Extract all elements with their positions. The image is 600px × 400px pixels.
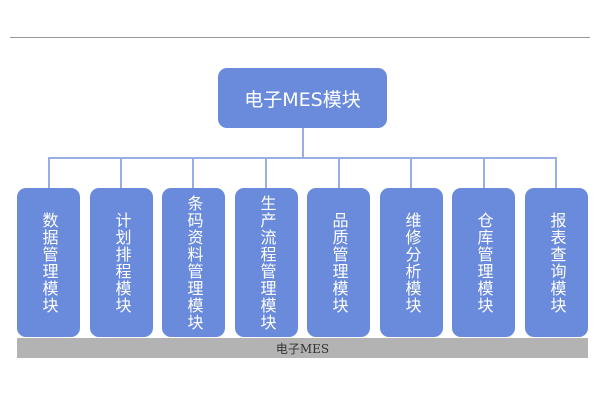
connector-branch xyxy=(410,157,412,188)
base-platform-bar: 电子MES xyxy=(17,338,588,358)
module-label: 条码资料管理模块 xyxy=(184,194,204,331)
module-planning-scheduling: 计划排程模块 xyxy=(90,188,153,337)
connector-branch xyxy=(192,157,194,188)
module-barcode-data: 条码资料管理模块 xyxy=(162,188,225,337)
module-label: 报表查询模块 xyxy=(547,211,567,314)
module-label: 品质管理模块 xyxy=(329,211,349,314)
module-warehouse: 仓库管理模块 xyxy=(452,188,515,337)
connector-branch xyxy=(265,157,267,188)
connector-branch xyxy=(48,157,50,188)
root-label: 电子MES模块 xyxy=(244,88,361,111)
connector-branch xyxy=(483,157,485,188)
module-label: 生产流程管理模块 xyxy=(257,194,277,331)
top-divider xyxy=(10,37,590,38)
module-production-flow: 生产流程管理模块 xyxy=(235,188,298,337)
connector-branch xyxy=(338,157,340,188)
module-label: 维修分析模块 xyxy=(402,211,422,314)
connector-branch xyxy=(555,157,557,188)
module-quality: 品质管理模块 xyxy=(307,188,370,337)
module-maintenance-analysis: 维修分析模块 xyxy=(380,188,443,337)
module-label: 计划排程模块 xyxy=(112,211,132,314)
module-data-management: 数据管理模块 xyxy=(17,188,80,337)
root-node: 电子MES模块 xyxy=(218,68,387,128)
connector-trunk xyxy=(302,128,304,158)
base-label: 电子MES xyxy=(275,341,330,356)
module-label: 数据管理模块 xyxy=(39,211,59,314)
connector-bus xyxy=(48,157,557,159)
connector-branch xyxy=(120,157,122,188)
module-label: 仓库管理模块 xyxy=(474,211,494,314)
module-report-query: 报表查询模块 xyxy=(525,188,588,337)
